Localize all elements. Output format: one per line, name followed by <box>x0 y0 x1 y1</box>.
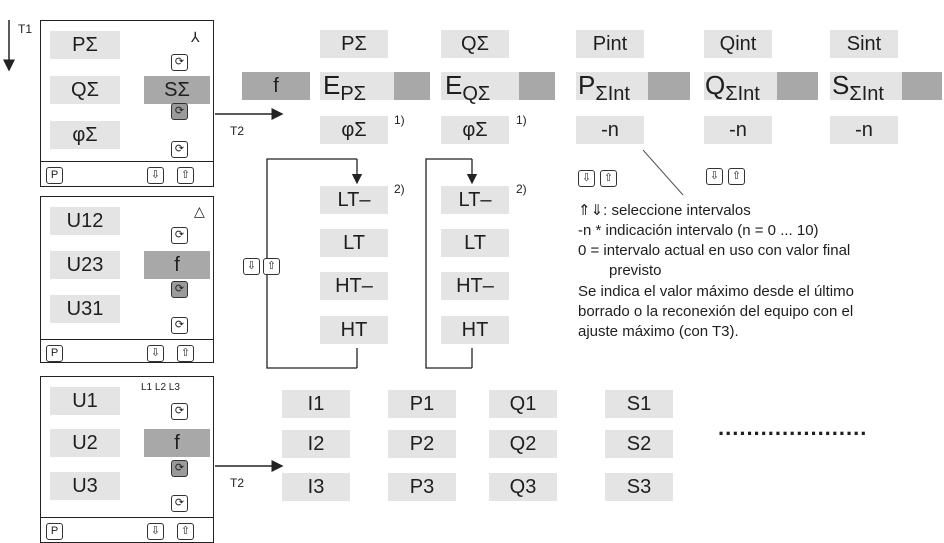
e-q-sigma-dark <box>519 72 555 100</box>
p-button[interactable]: P <box>46 167 63 184</box>
device-panel-power: PΣ QΣ φΣ SΣ ⅄ ⟳ ⟳ ⟳ P ⇩ ⇧ <box>40 20 214 187</box>
tariff-lt-minus: LT– <box>441 186 509 214</box>
down-arrow-icon[interactable]: ⇩ <box>706 168 723 185</box>
up-arrow-icon[interactable]: ⇧ <box>177 523 194 540</box>
display-toggle-icon[interactable]: ⟳ <box>171 141 188 158</box>
e-q-sigma-label: EQΣ <box>445 70 491 105</box>
down-arrow-icon[interactable]: ⇩ <box>578 170 595 187</box>
phi-sigma-1: φΣ <box>320 116 388 144</box>
continuation-dots: ..................... <box>718 415 868 440</box>
down-arrow-icon[interactable]: ⇩ <box>243 258 260 275</box>
footnote-2: 2) <box>516 182 527 196</box>
q1-display: Q1 <box>489 390 557 418</box>
display-toggle-icon[interactable]: ⟳ <box>171 403 188 420</box>
q-sigma-display: QΣ <box>50 76 120 104</box>
s1-display: S1 <box>605 390 673 418</box>
u31-display: U31 <box>50 295 120 323</box>
f-energy: f <box>242 72 310 100</box>
tariff-ht: HT <box>441 316 509 344</box>
p1-display: P1 <box>388 390 456 418</box>
p-button[interactable]: P <box>46 523 63 540</box>
q3-display: Q3 <box>489 473 557 501</box>
footnote-1: 1) <box>516 113 527 127</box>
p-sigma-top: PΣ <box>320 30 388 58</box>
qint-display: Qint <box>704 30 772 58</box>
up-arrow-icon[interactable]: ⇧ <box>600 170 617 187</box>
footnote-2: 2) <box>394 182 405 196</box>
s-sigma-int-label: SΣInt <box>832 70 884 105</box>
i2-display: I2 <box>282 430 350 458</box>
p-sigma-int-label: PΣInt <box>578 70 630 105</box>
p3-display: P3 <box>388 473 456 501</box>
legend-line-5: Se indica el valor máximo desde el últim… <box>578 283 854 300</box>
down-arrow-icon[interactable]: ⇩ <box>147 345 164 362</box>
q-sigma-int-dark <box>777 72 818 100</box>
t2-label-bottom: T2 <box>230 476 245 490</box>
phase-labels: L1 L2 L3 <box>141 382 180 393</box>
e-p-sigma-dark <box>394 72 430 100</box>
s2-display: S2 <box>605 430 673 458</box>
display-toggle-icon[interactable]: ⟳ <box>171 227 188 244</box>
u2-display: U2 <box>50 429 120 457</box>
interval-n-s: -n <box>830 116 898 144</box>
device-panel-phases: U1 U2 U3 f L1 L2 L3 ⟳ ⟳ ⟳ P ⇩ ⇧ <box>40 376 214 543</box>
phi-sigma-display: φΣ <box>50 121 120 149</box>
q-sigma-int-label: QΣInt <box>705 70 760 105</box>
up-arrow-icon[interactable]: ⇧ <box>728 168 745 185</box>
f-display: f <box>144 251 210 279</box>
display-toggle-icon[interactable]: ⟳ <box>171 281 188 298</box>
f-display: f <box>144 429 210 457</box>
up-arrow-icon[interactable]: ⇧ <box>177 345 194 362</box>
u1-display: U1 <box>50 387 120 415</box>
legend-line-3: 0 = intervalo actual en uso con valor fi… <box>578 242 851 259</box>
e-p-sigma-label: EPΣ <box>323 70 367 105</box>
interval-n-p: -n <box>576 116 644 144</box>
tariff-lt: LT <box>320 229 388 257</box>
pint-display: Pint <box>576 30 644 58</box>
u23-display: U23 <box>50 251 120 279</box>
display-toggle-icon[interactable]: ⟳ <box>171 460 188 477</box>
i1-display: I1 <box>282 390 350 418</box>
tariff-lt-minus: LT– <box>320 186 388 214</box>
down-arrow-icon[interactable]: ⇩ <box>147 167 164 184</box>
display-toggle-icon[interactable]: ⟳ <box>171 103 188 120</box>
q2-display: Q2 <box>489 430 557 458</box>
down-arrow-icon[interactable]: ⇩ <box>147 523 164 540</box>
display-toggle-icon[interactable]: ⟳ <box>171 495 188 512</box>
up-arrow-icon[interactable]: ⇧ <box>177 167 194 184</box>
tariff-ht-minus: HT– <box>320 272 388 300</box>
p-sigma-int-dark <box>648 72 690 100</box>
t1-label: T1 <box>18 22 33 36</box>
star-connection-icon: ⅄ <box>191 29 200 45</box>
s-sigma-display: SΣ <box>144 76 210 104</box>
tariff-ht-minus: HT– <box>441 272 509 300</box>
legend-line-6: borrado o la reconexión del equipo con e… <box>578 303 854 320</box>
tariff-lt: LT <box>441 229 509 257</box>
up-arrow-icon[interactable]: ⇧ <box>263 258 280 275</box>
legend-line-4: previsto <box>609 262 662 279</box>
legend-line-2: -n * indicación intervalo (n = 0 ... 10) <box>578 222 819 239</box>
display-toggle-icon[interactable]: ⟳ <box>171 54 188 71</box>
sint-display: Sint <box>830 30 898 58</box>
s3-display: S3 <box>605 473 673 501</box>
legend-line-1: ⇑⇓: seleccione intervalos <box>578 202 751 219</box>
footnote-1: 1) <box>394 113 405 127</box>
u3-display: U3 <box>50 472 120 500</box>
display-toggle-icon[interactable]: ⟳ <box>171 317 188 334</box>
p-sigma-display: PΣ <box>50 31 120 59</box>
t2-label-top: T2 <box>230 124 245 138</box>
s-sigma-int-dark <box>902 72 942 100</box>
device-panel-voltage: U12 U23 U31 f △ ⟳ ⟳ ⟳ P ⇩ ⇧ <box>40 196 214 363</box>
p-button[interactable]: P <box>46 345 63 362</box>
interval-n-q: -n <box>704 116 772 144</box>
phi-sigma-2: φΣ <box>441 116 509 144</box>
q-sigma-top: QΣ <box>441 30 509 58</box>
legend-line-7: ajuste máximo (con T3). <box>578 323 739 340</box>
delta-connection-icon: △ <box>194 203 205 219</box>
i3-display: I3 <box>282 473 350 501</box>
u12-display: U12 <box>50 207 120 235</box>
tariff-ht: HT <box>320 316 388 344</box>
p2-display: P2 <box>388 430 456 458</box>
